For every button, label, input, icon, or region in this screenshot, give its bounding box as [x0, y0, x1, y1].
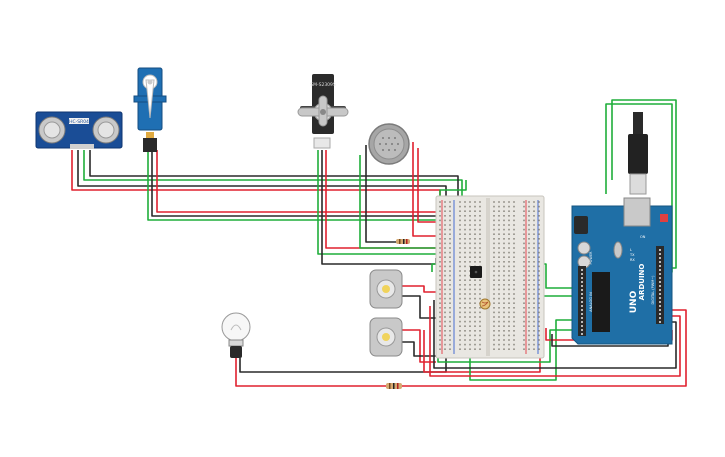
- arduino-uno[interactable]: ARDUINO UNO DIGITAL (PWM~) ANALOG IN POW…: [571, 112, 673, 345]
- piezo-buzzer[interactable]: [368, 123, 410, 165]
- wire-black: [402, 341, 438, 357]
- breadboard-holes: [439, 201, 540, 350]
- ultrasonic-sensor[interactable]: HC-SR04: [35, 111, 123, 149]
- wire-red: [412, 142, 440, 237]
- wire-black: [402, 295, 438, 319]
- wire-black: [365, 145, 400, 243]
- micro-servo[interactable]: [133, 67, 167, 152]
- wire-green: [317, 150, 445, 255]
- positional-servo[interactable]: SM-S2309S: [297, 74, 349, 149]
- wire-black: [321, 150, 437, 265]
- wire-red: [325, 150, 441, 249]
- arduino-logo: ARDUINO: [638, 264, 646, 301]
- wire-red: [235, 358, 386, 387]
- photoresistor[interactable]: [479, 298, 491, 310]
- wire-green: [431, 263, 578, 289]
- wire-red: [402, 329, 436, 363]
- arduino-model: UNO: [629, 290, 639, 313]
- l-label: L: [630, 248, 632, 252]
- resistor[interactable]: [396, 239, 410, 244]
- rx-label: RX: [630, 258, 635, 262]
- wire-black: [239, 352, 447, 373]
- wire-green: [83, 150, 463, 198]
- dc-motor-bottom[interactable]: [369, 317, 403, 357]
- wire-red: [417, 148, 436, 223]
- dc-motor-top[interactable]: [369, 269, 403, 309]
- tx-label: TX: [629, 253, 635, 257]
- light-bulb[interactable]: [221, 312, 251, 358]
- analog-header-label: ANALOG IN: [589, 292, 593, 312]
- on-label: ON: [640, 235, 646, 239]
- digital-header-label: DIGITAL (PWM~): [651, 275, 655, 305]
- resistor[interactable]: [386, 383, 402, 389]
- wire-red: [402, 309, 687, 387]
- arduino-header-pins: [581, 249, 661, 335]
- wire-green: [359, 155, 454, 249]
- ic-chip[interactable]: [470, 266, 482, 278]
- positional-servo-label: SM-S2309S: [310, 82, 336, 88]
- wire-black: [89, 150, 459, 202]
- wire-red: [156, 150, 453, 226]
- power-label: POWER: [589, 251, 593, 265]
- wire-red: [402, 285, 440, 293]
- wire-black: [433, 300, 677, 369]
- breadboard[interactable]: [435, 195, 545, 359]
- wire-red: [429, 306, 681, 377]
- ultrasonic-label: HC-SR04: [69, 119, 89, 125]
- wire-green: [439, 180, 467, 196]
